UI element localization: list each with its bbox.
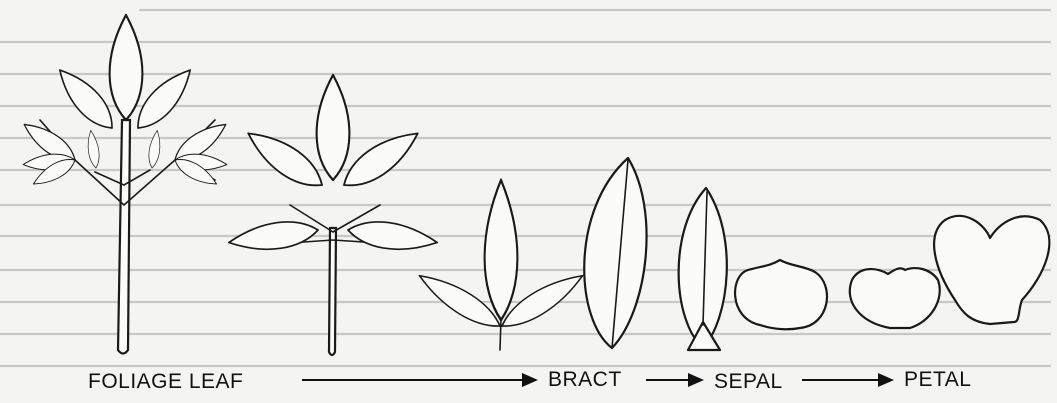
- bract-drawing: [584, 158, 646, 348]
- label-petal: PETAL: [904, 368, 971, 391]
- petal-small-drawing: [850, 268, 940, 328]
- arrow-foliage-to-bract: [302, 373, 538, 387]
- label-bract: BRACT: [548, 368, 622, 391]
- arrow-sepal-to-petal: [802, 373, 894, 387]
- arrow-bract-to-sepal: [646, 373, 704, 387]
- sepal-drawing: [735, 260, 827, 329]
- reduced-leaf-drawing: [227, 75, 439, 355]
- label-sepal: SEPAL: [714, 370, 783, 393]
- bract-to-sepal-drawing: [679, 188, 727, 350]
- label-foliage-leaf: FOLIAGE LEAF: [88, 370, 243, 393]
- petal-heart-drawing: [934, 216, 1049, 324]
